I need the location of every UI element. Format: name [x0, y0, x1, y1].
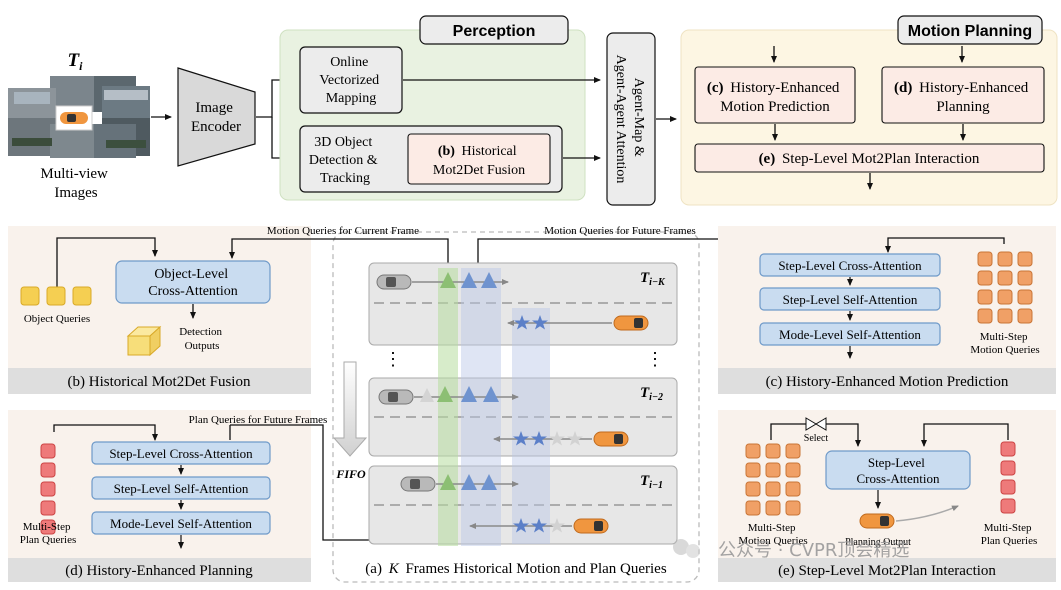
image-encoder [177, 67, 256, 167]
ego-car-row3 [400, 476, 436, 492]
other-car-row3 [573, 518, 609, 534]
historical-fusion-label: (b) Historical Mot2Det Fusion [433, 144, 525, 178]
arrow-current-frame-to-b [229, 238, 449, 268]
panel-b [8, 226, 311, 394]
ti-label: Ti [68, 50, 84, 73]
current-frame-band [438, 268, 458, 546]
multi-step-motion-queries-e [745, 443, 801, 516]
watermark-text: 公众号 · CVPR顶会精选 [718, 540, 909, 561]
plan-stars-row2 [513, 431, 583, 446]
agent-attention-box [606, 32, 656, 206]
arrow-plan-queries-e [921, 423, 1009, 447]
historical-fusion-box [407, 133, 551, 185]
multi-step-plan-queries-label: Multi-Step Plan Queries [20, 521, 77, 546]
panel-c-steps [759, 253, 941, 346]
panel-a [332, 231, 700, 583]
ellipsis-right: ⋮ [646, 349, 664, 369]
object-cross-attention-label: Object-Level Cross-Attention [148, 267, 237, 299]
future-frames-label: Motion Queries for Future Frames [544, 225, 696, 237]
panel-c-step-2: Step-Level Self-Attention [783, 292, 918, 307]
current-frame-label: Motion Queries for Current Frame [267, 225, 419, 237]
panel-e-caption: (e) Step-Level Mot2Plan Interaction [778, 563, 996, 579]
object-cross-attention-box [115, 260, 271, 304]
panel-c-caption: (c) History-Enhanced Motion Prediction [766, 374, 1009, 390]
perception-title-box [419, 15, 569, 45]
agent-attention-label: Agent-Map & Agent-Agent Attention [613, 55, 646, 184]
motion-planning-title: Motion Planning [908, 23, 1032, 40]
select-label: Select [804, 433, 829, 444]
panel-c-caption-bar [718, 368, 1056, 394]
panel-d-caption: (d) History-Enhanced Planning [65, 563, 253, 579]
select-wire-right [826, 423, 861, 447]
multi-step-plan-queries-e-label: Multi-Step Plan Queries [981, 522, 1038, 547]
step-cross-attention-box-e [825, 450, 971, 490]
plan-stars-row1 [514, 315, 548, 330]
arrow-motion-queries-in [885, 237, 1005, 253]
multi-step-plan-queries [40, 443, 56, 535]
panel-d-step-2: Step-Level Self-Attention [114, 481, 249, 496]
fifo-arrow [332, 361, 368, 457]
planning-label: (d) History-Enhanced Planning [894, 80, 1032, 115]
frame-label-ti2: Ti−2 [640, 385, 663, 403]
panel-d-caption-bar [8, 558, 311, 582]
watermark [673, 539, 700, 558]
motion-prediction-box [694, 66, 856, 124]
object-queries-label: Object Queries [24, 313, 90, 325]
detection-outputs-cube [126, 325, 162, 357]
interaction-label: (e) Step-Level Mot2Plan Interaction [759, 151, 980, 167]
interaction-box [694, 143, 1045, 173]
perception-title: Perception [453, 23, 536, 40]
ego-car-row2 [378, 389, 414, 405]
panel-c-step-3: Mode-Level Self-Attention [779, 327, 921, 342]
multiview-label: Multi-view Images [40, 166, 111, 201]
plan-queries-future-label: Plan Queries for Future Frames [189, 414, 328, 426]
ego-car-icon [60, 112, 88, 124]
panel-d-step-3: Mode-Level Self-Attention [110, 516, 252, 531]
frame-label-ti1: Ti−1 [640, 473, 663, 491]
planning-box [881, 66, 1045, 124]
panel-b-caption: (b) Historical Mot2Det Fusion [68, 374, 251, 390]
planning-output-trajectory [895, 505, 959, 522]
multi-step-plan-queries-e [1000, 441, 1016, 514]
motion-planning-title-box [897, 15, 1043, 45]
panel-e-caption-bar [718, 558, 1056, 582]
future-frames-band-ego [461, 268, 501, 546]
arrow-object-queries [56, 237, 158, 287]
panel-a-caption: (a) K Frames Historical Motion and Plan … [365, 561, 667, 577]
online-mapping-label: Online Vectorized Mapping [319, 55, 382, 106]
planning-output-label: Planning Output [845, 537, 911, 548]
ego-car-row1 [376, 274, 412, 290]
other-car-row2 [593, 431, 629, 447]
fifo-label: FIFO [335, 467, 366, 481]
query-triangles-row2 [420, 386, 499, 402]
planning-output-car [859, 513, 895, 529]
frame-label-tik: Ti−K [640, 270, 666, 288]
detection-tracking-label: 3D Object Detection & Tracking [309, 135, 381, 186]
panel-d-step-1: Step-Level Cross-Attention [109, 446, 253, 461]
detection-outputs-label: Detection Outputs [179, 326, 225, 352]
online-mapping-box [299, 46, 403, 114]
multi-step-motion-queries-c [977, 251, 1033, 324]
plan-stars-row3 [513, 518, 565, 533]
future-frames-band-other [512, 308, 550, 544]
multi-step-motion-queries-e-label: Multi-Step Motion Queries [738, 522, 807, 547]
object-queries [20, 286, 92, 306]
multi-step-motion-queries-c-label: Multi-Step Motion Queries [970, 331, 1039, 356]
motion-prediction-label: (c) History-Enhanced Motion Prediction [707, 80, 843, 115]
panel-d-steps [91, 441, 271, 535]
other-car-row1 [613, 315, 649, 331]
query-triangles-row1 [440, 272, 497, 288]
ellipsis-left: ⋮ [384, 349, 402, 369]
image-encoder-label: Image Encoder [191, 100, 241, 135]
query-triangles-row3 [440, 474, 497, 490]
step-cross-attention-label-e: Step-Level Cross-Attention [856, 455, 940, 486]
panel-c-step-1: Step-Level Cross-Attention [778, 258, 922, 273]
multiview-images [8, 76, 150, 158]
select-wire-left [770, 423, 806, 440]
arrow-plan-queries-in [53, 424, 158, 441]
panel-b-caption-bar [8, 368, 311, 394]
